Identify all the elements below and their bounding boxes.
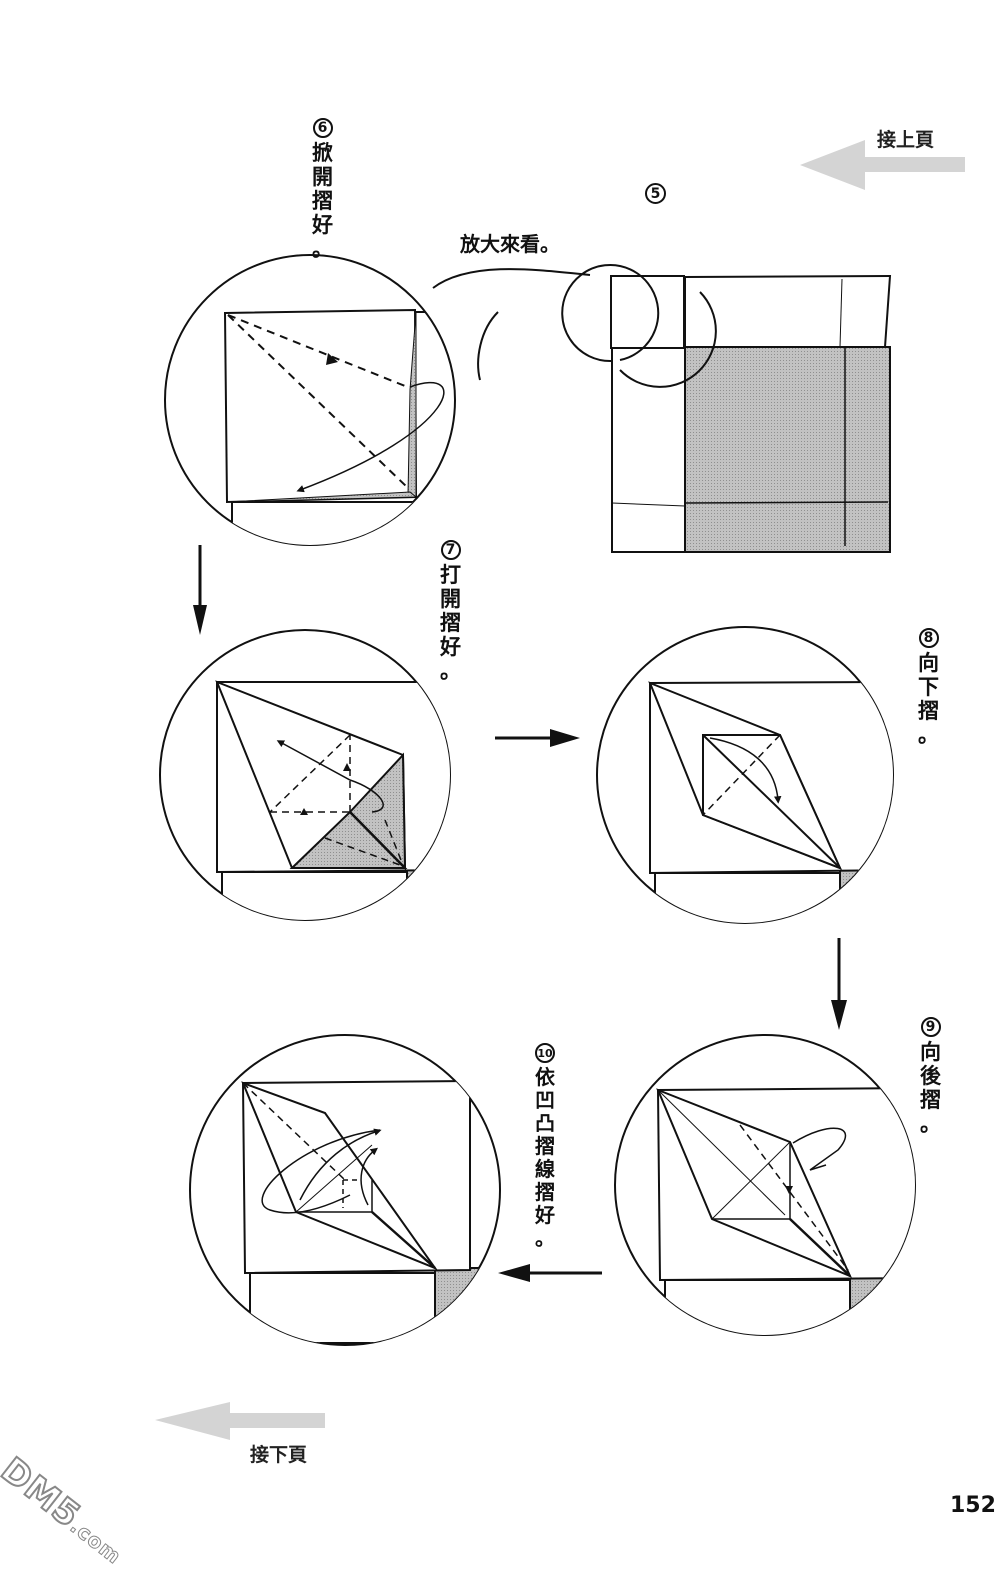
arrow-8-to-9-icon [831, 938, 847, 1030]
arrow-7-to-8-icon [495, 729, 580, 747]
step-6-figure [164, 254, 456, 546]
step-9-number: 9 [920, 1017, 941, 1037]
step-9-figure [614, 1034, 916, 1336]
step-8-number: 8 [918, 628, 939, 648]
next-page-arrow-icon [155, 1402, 325, 1440]
step-10-number: 10 [535, 1043, 555, 1063]
step-7-number: 7 [440, 540, 461, 560]
step-7-figure [159, 629, 451, 921]
step-6-number: 6 [312, 118, 333, 138]
step-8-figure [596, 626, 894, 924]
page-number: 152 [950, 1493, 996, 1518]
step-8-label: 8 向 下 摺 。 [918, 628, 939, 747]
arrow-9-to-10-icon [498, 1264, 602, 1282]
step-6-label: 6 掀 開 摺 好 。 [312, 118, 333, 261]
prev-page-arrow-icon [800, 140, 965, 190]
step-5-number: 5 [645, 183, 666, 204]
step-5-callout: 放大來看。 [460, 232, 560, 256]
zoom-bubble-outline [432, 268, 591, 381]
next-page-label: 接下頁 [250, 1444, 308, 1466]
prev-page-label: 接上頁 [877, 129, 935, 151]
step-5-figure [561, 264, 892, 553]
arrow-6-to-7-icon [193, 545, 207, 635]
step-9-label: 9 向 後 摺 。 [920, 1017, 941, 1136]
step-10-figure [189, 1034, 501, 1346]
step-7-label: 7 打 開 摺 好 。 [440, 540, 461, 683]
step-10-label: 10 依 凹 凸 摺 線 摺 好 。 [535, 1043, 555, 1250]
